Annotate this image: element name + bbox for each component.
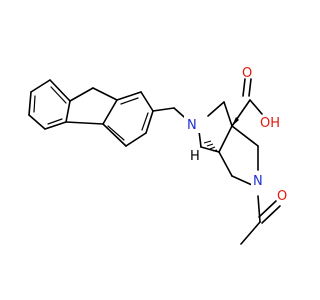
acid-carbonyl-oxygen-label: O [242, 66, 252, 81]
acetyl-oxygen-label: O [277, 189, 287, 204]
stereo-hydrogen-label: H [190, 149, 200, 164]
acetyl-group-bonds [240, 195, 281, 245]
ring-nitrogen-label: N [187, 118, 197, 133]
fluorene-left-benzene-ring [28, 79, 71, 130]
stereo-wedge-bond [232, 117, 239, 126]
amide-nitrogen-label: N [253, 174, 263, 189]
upper-pyrrolidine-ring [198, 101, 233, 153]
lower-pyrrolidine-ring [218, 125, 259, 186]
molecule-diagram: N N O OH O H [28, 66, 287, 245]
atom-labels: N N O OH O H [184, 66, 287, 204]
fluorene-five-membered-ring [65, 87, 118, 125]
acid-hydroxyl-label: OH [260, 116, 280, 131]
stereo-hash-bond [203, 140, 218, 152]
fluorene-right-benzene-ring [102, 91, 154, 147]
